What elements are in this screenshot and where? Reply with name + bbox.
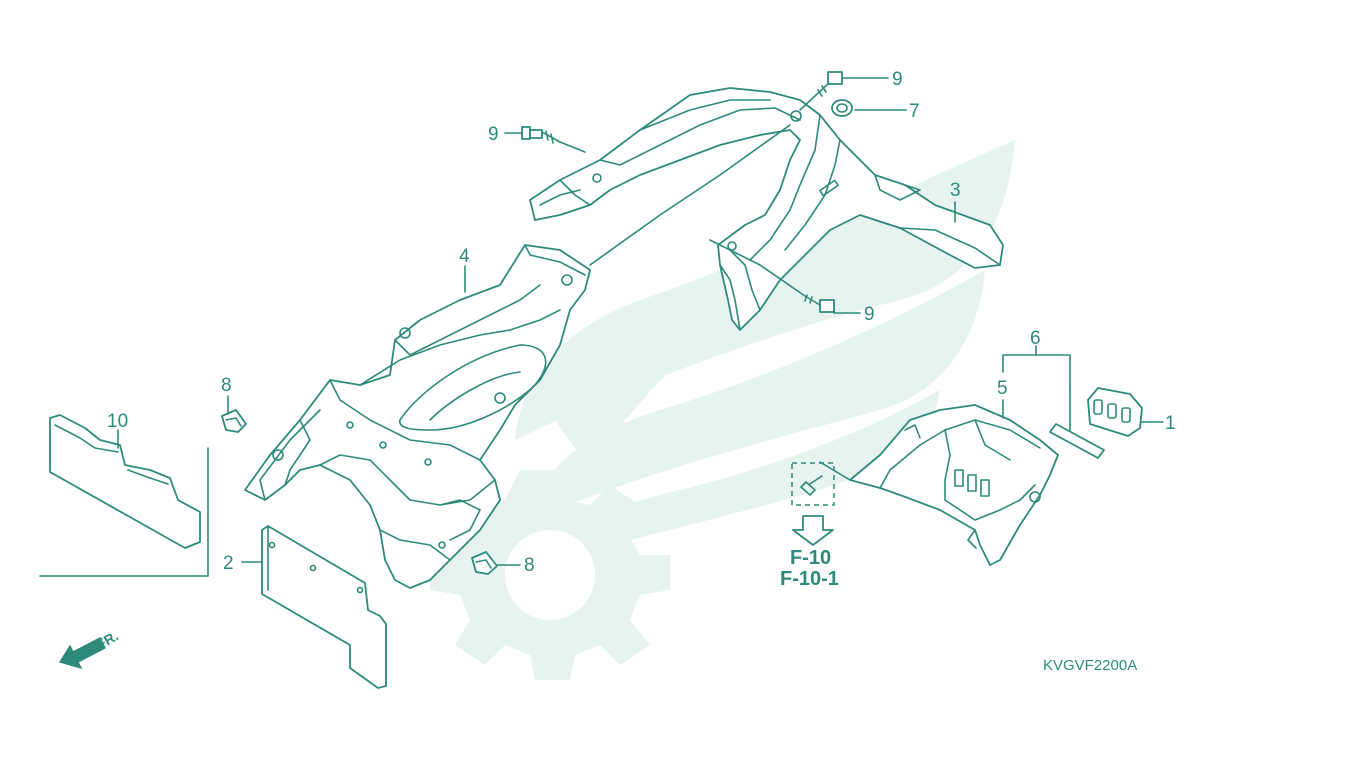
callout-6: 6 (1030, 328, 1041, 349)
callout-5: 5 (997, 378, 1008, 399)
callout-9-top: 9 (892, 69, 903, 90)
diagram-code: KVGVF2200A (1043, 657, 1137, 674)
front-direction-arrow (58, 637, 106, 670)
reference-label-line2: F-10-1 (780, 568, 839, 590)
leader-lines (117, 77, 1164, 566)
grommet (831, 99, 853, 117)
bolt-top (814, 71, 843, 97)
callout-7: 7 (909, 101, 920, 122)
upper-rear-frame (529, 87, 1004, 331)
callout-1: 1 (1165, 413, 1176, 434)
clip-nut-upper (221, 409, 247, 433)
rear-flap-inner (39, 414, 209, 577)
callout-3: 3 (950, 180, 961, 201)
callouts: 1 2 3 4 5 6 7 8 8 9 9 9 10 (107, 69, 1176, 576)
reference-screw (791, 462, 835, 506)
rear-inner-fender (244, 244, 591, 589)
callout-8-upper: 8 (221, 375, 232, 396)
callout-9-left: 9 (488, 124, 499, 145)
callout-2: 2 (223, 553, 234, 574)
callout-9-right: 9 (864, 304, 875, 325)
reflector-strip (1049, 423, 1105, 459)
reference-arrow (792, 515, 834, 546)
bolt-right (804, 294, 835, 313)
callout-10: 10 (107, 411, 128, 432)
license-light-bracket (819, 404, 1059, 566)
rear-reflector (1087, 387, 1143, 437)
license-plate-base (261, 525, 387, 689)
callout-4: 4 (459, 246, 470, 267)
clip-nut-lower (471, 551, 498, 575)
reference-label-line1: F-10 (790, 547, 831, 569)
bolt-left (521, 126, 561, 144)
callout-8-lower: 8 (524, 555, 535, 576)
